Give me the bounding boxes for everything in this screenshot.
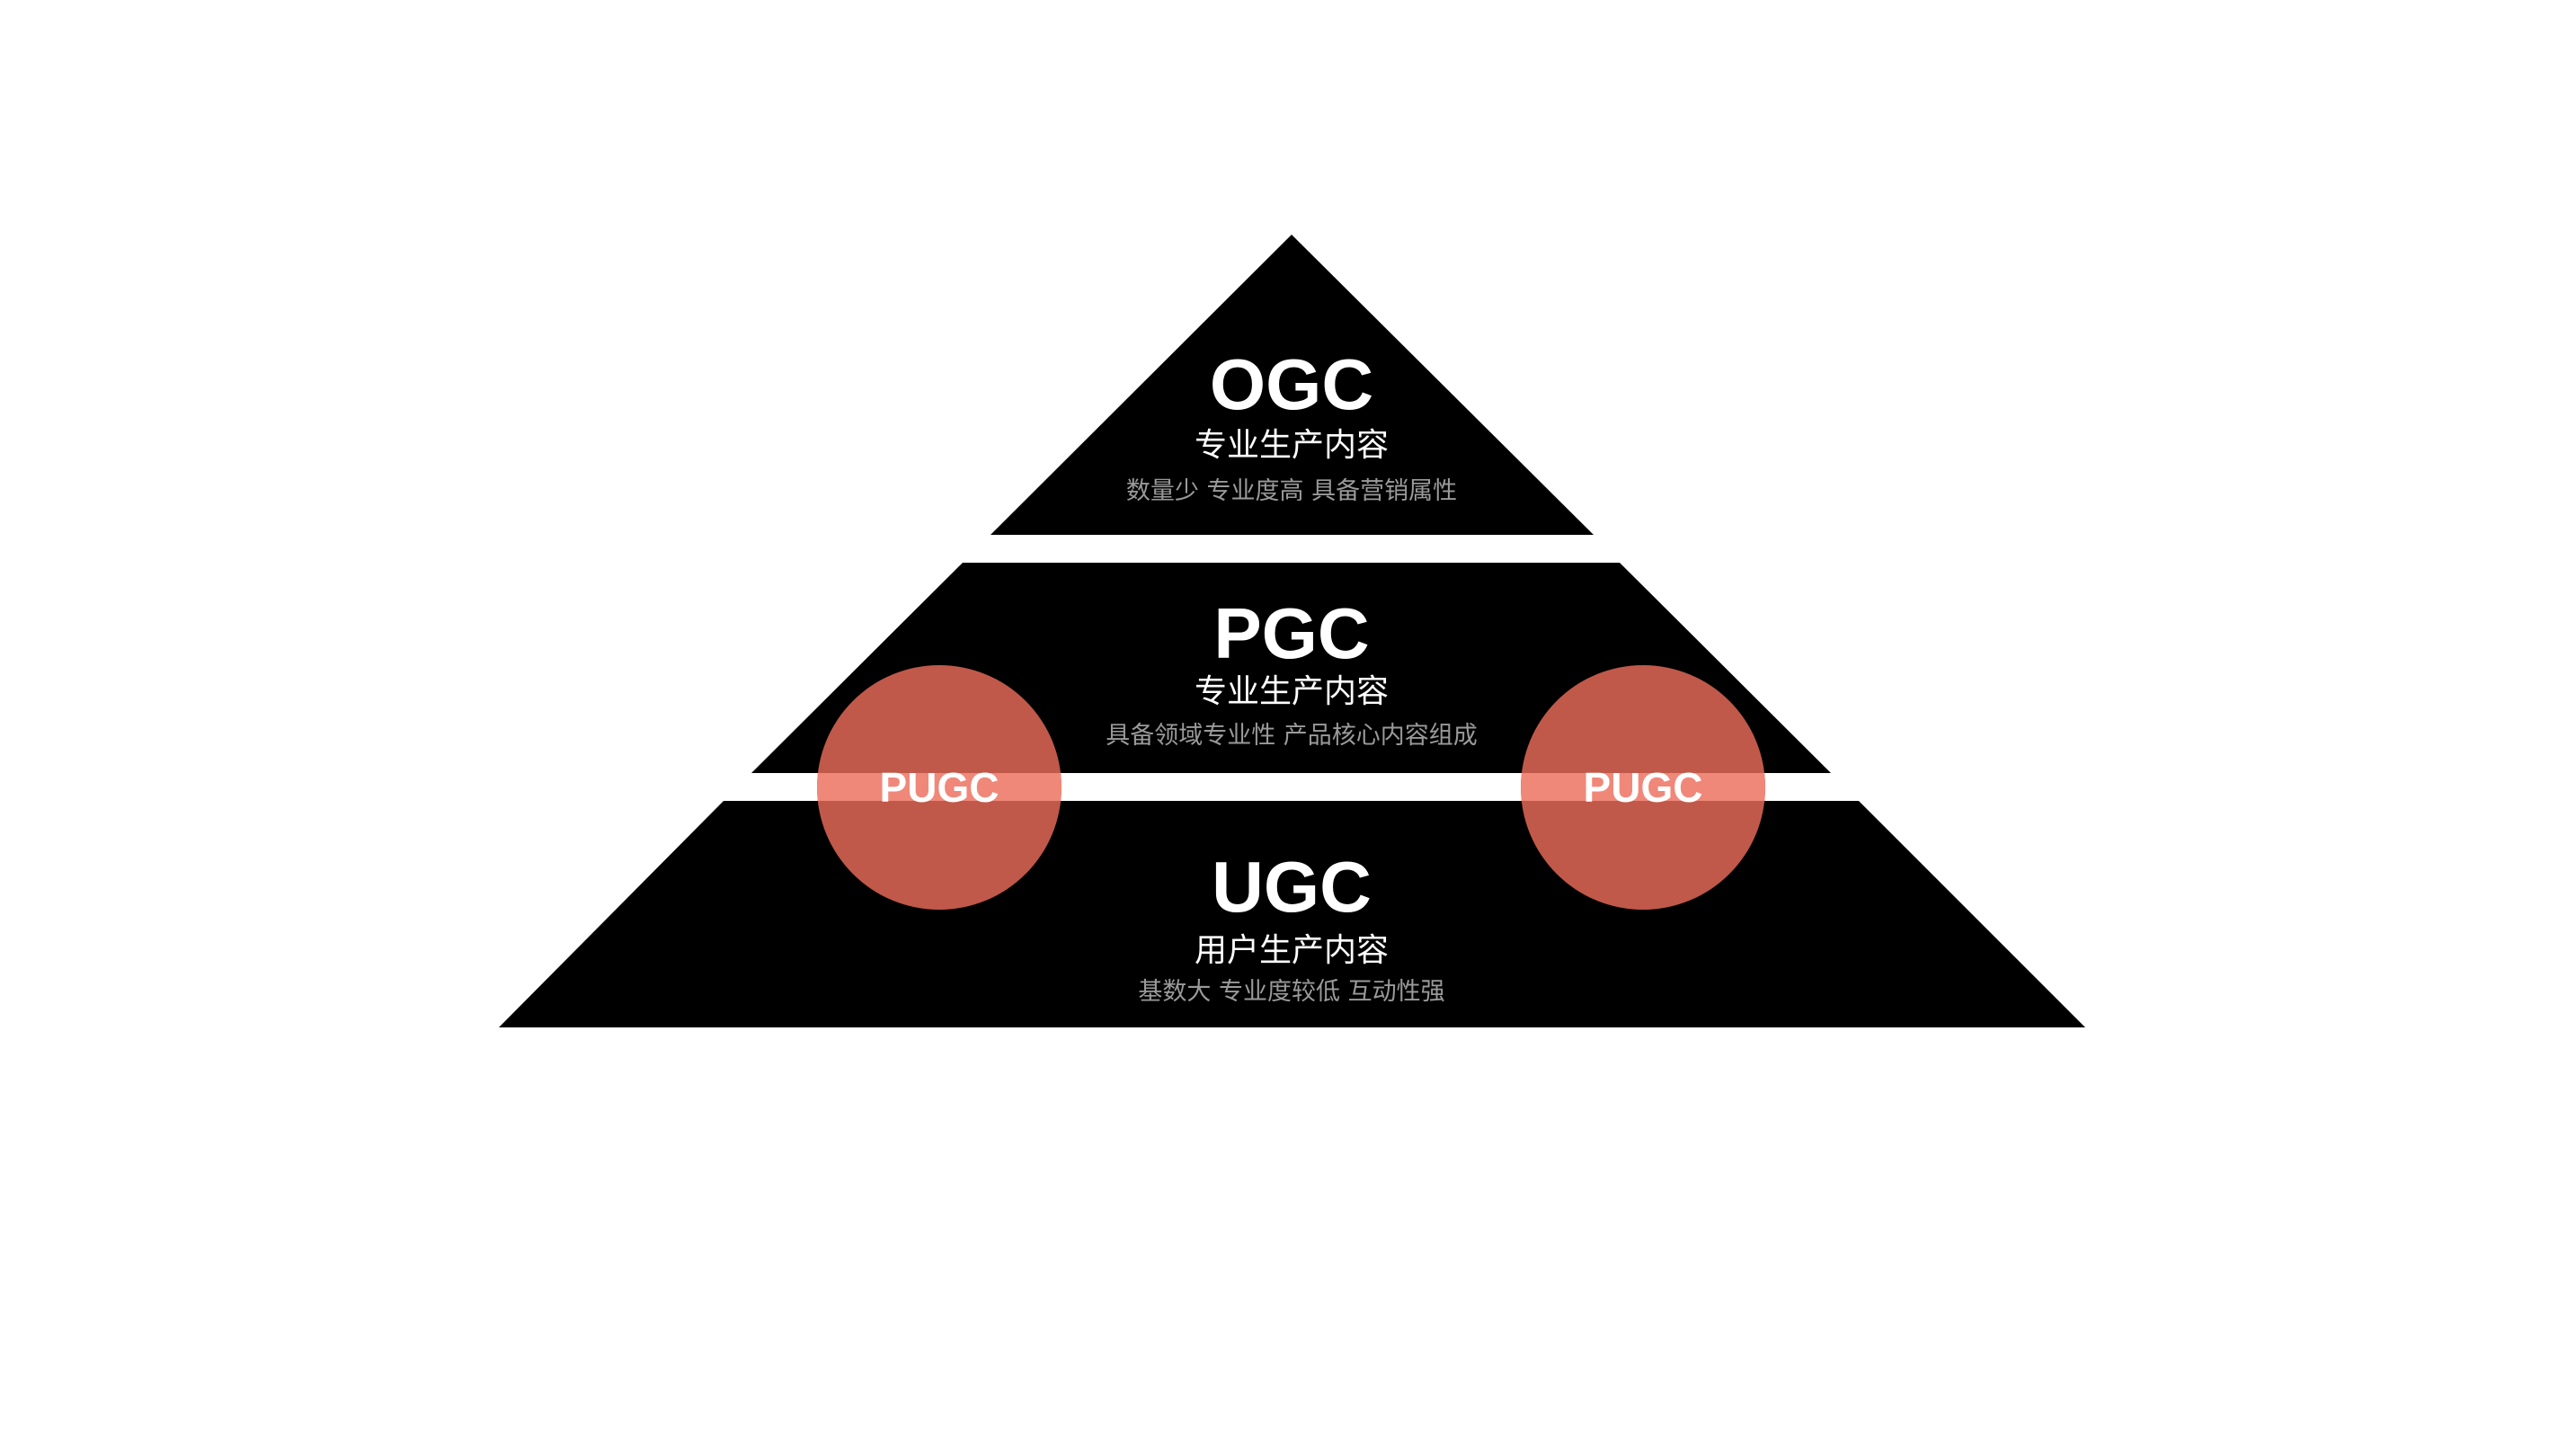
pugc-bridge-right: PUGC: [1521, 665, 1765, 910]
tier-ugc-title: UGC: [1212, 847, 1372, 927]
pugc-bridge-left: PUGC: [817, 665, 1061, 910]
pugc-label-left: PUGC: [880, 764, 999, 811]
tier-ugc-text: UGC 用户生产内容 基数大 专业度较低 互动性强: [1138, 847, 1444, 1006]
tier-ugc-subtitle: 用户生产内容: [1195, 932, 1389, 969]
tier-pgc-title: PGC: [1213, 593, 1369, 673]
pugc-label-right: PUGC: [1584, 764, 1703, 811]
pugc-overlap-right: [1521, 773, 1765, 801]
tier-pgc-subtitle: 专业生产内容: [1195, 673, 1389, 710]
tier-ogc-subtitle: 专业生产内容: [1195, 427, 1389, 464]
tier-pgc-description: 具备领域专业性 产品核心内容组成: [1106, 722, 1478, 750]
tier-ugc-description: 基数大 专业度较低 互动性强: [1138, 978, 1444, 1006]
tier-ogc-shape: [990, 235, 1594, 535]
pugc-overlap-left: [817, 773, 1061, 801]
tier-ogc-description: 数量少 专业度高 具备营销属性: [1126, 477, 1457, 505]
tier-ogc: OGC 专业生产内容 数量少 专业度高 具备营销属性: [990, 235, 1594, 535]
tier-pgc-text: PGC 专业生产内容 具备领域专业性 产品核心内容组成: [1106, 593, 1478, 750]
tier-ogc-title: OGC: [1210, 344, 1373, 424]
